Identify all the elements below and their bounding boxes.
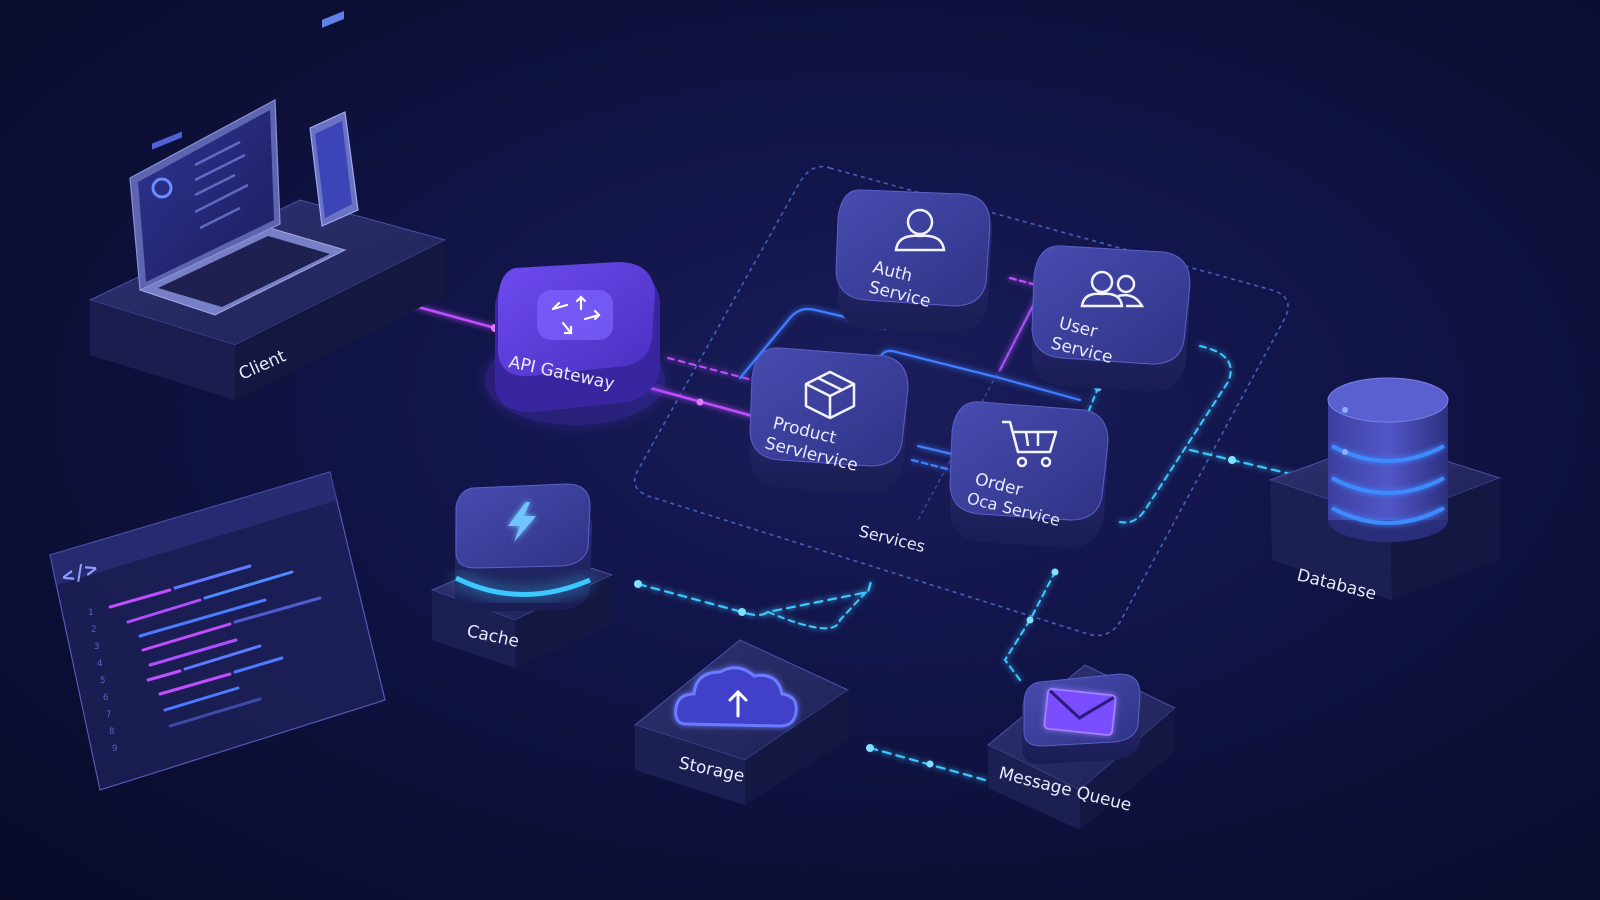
laptop-chart-icon xyxy=(151,177,173,199)
cache-node[interactable]: Cache xyxy=(430,483,614,668)
user-icon xyxy=(894,208,946,252)
code-panel: </> 123 456 789 xyxy=(49,471,386,791)
client-node[interactable]: Client xyxy=(88,11,447,400)
api-gateway-node[interactable]: API Gateway xyxy=(485,262,665,425)
database-node[interactable]: Database xyxy=(1268,377,1502,604)
svg-text:3: 3 xyxy=(94,642,99,652)
lightning-icon xyxy=(508,502,536,542)
users-icon xyxy=(1080,270,1145,308)
svg-text:5: 5 xyxy=(100,676,105,686)
database-icon xyxy=(1327,377,1449,542)
product-service-node[interactable]: Product Servlervice xyxy=(749,347,909,494)
svg-text:6: 6 xyxy=(103,693,108,703)
message-queue-node[interactable]: Message Queue xyxy=(987,664,1176,830)
box-icon xyxy=(804,370,856,420)
cloud-upload-icon xyxy=(674,666,798,728)
storage-node[interactable]: Storage xyxy=(633,639,850,805)
svg-text:9: 9 xyxy=(112,744,117,754)
svg-text:1: 1 xyxy=(88,608,93,618)
svg-text:4: 4 xyxy=(97,659,102,669)
services-group-border xyxy=(633,165,1289,637)
auth-service-node[interactable]: Auth Service xyxy=(835,189,992,334)
user-service-node[interactable]: User Service xyxy=(1031,245,1191,392)
cart-icon xyxy=(1002,420,1058,468)
order-service-node[interactable]: Order Oca Service xyxy=(949,401,1109,548)
services-group-label: Services xyxy=(857,521,927,556)
svg-text:8: 8 xyxy=(109,727,114,737)
svg-text:7: 7 xyxy=(106,710,111,720)
svg-text:2: 2 xyxy=(91,625,96,635)
arrows-routing-icon xyxy=(537,290,613,340)
envelope-icon xyxy=(1043,688,1117,736)
